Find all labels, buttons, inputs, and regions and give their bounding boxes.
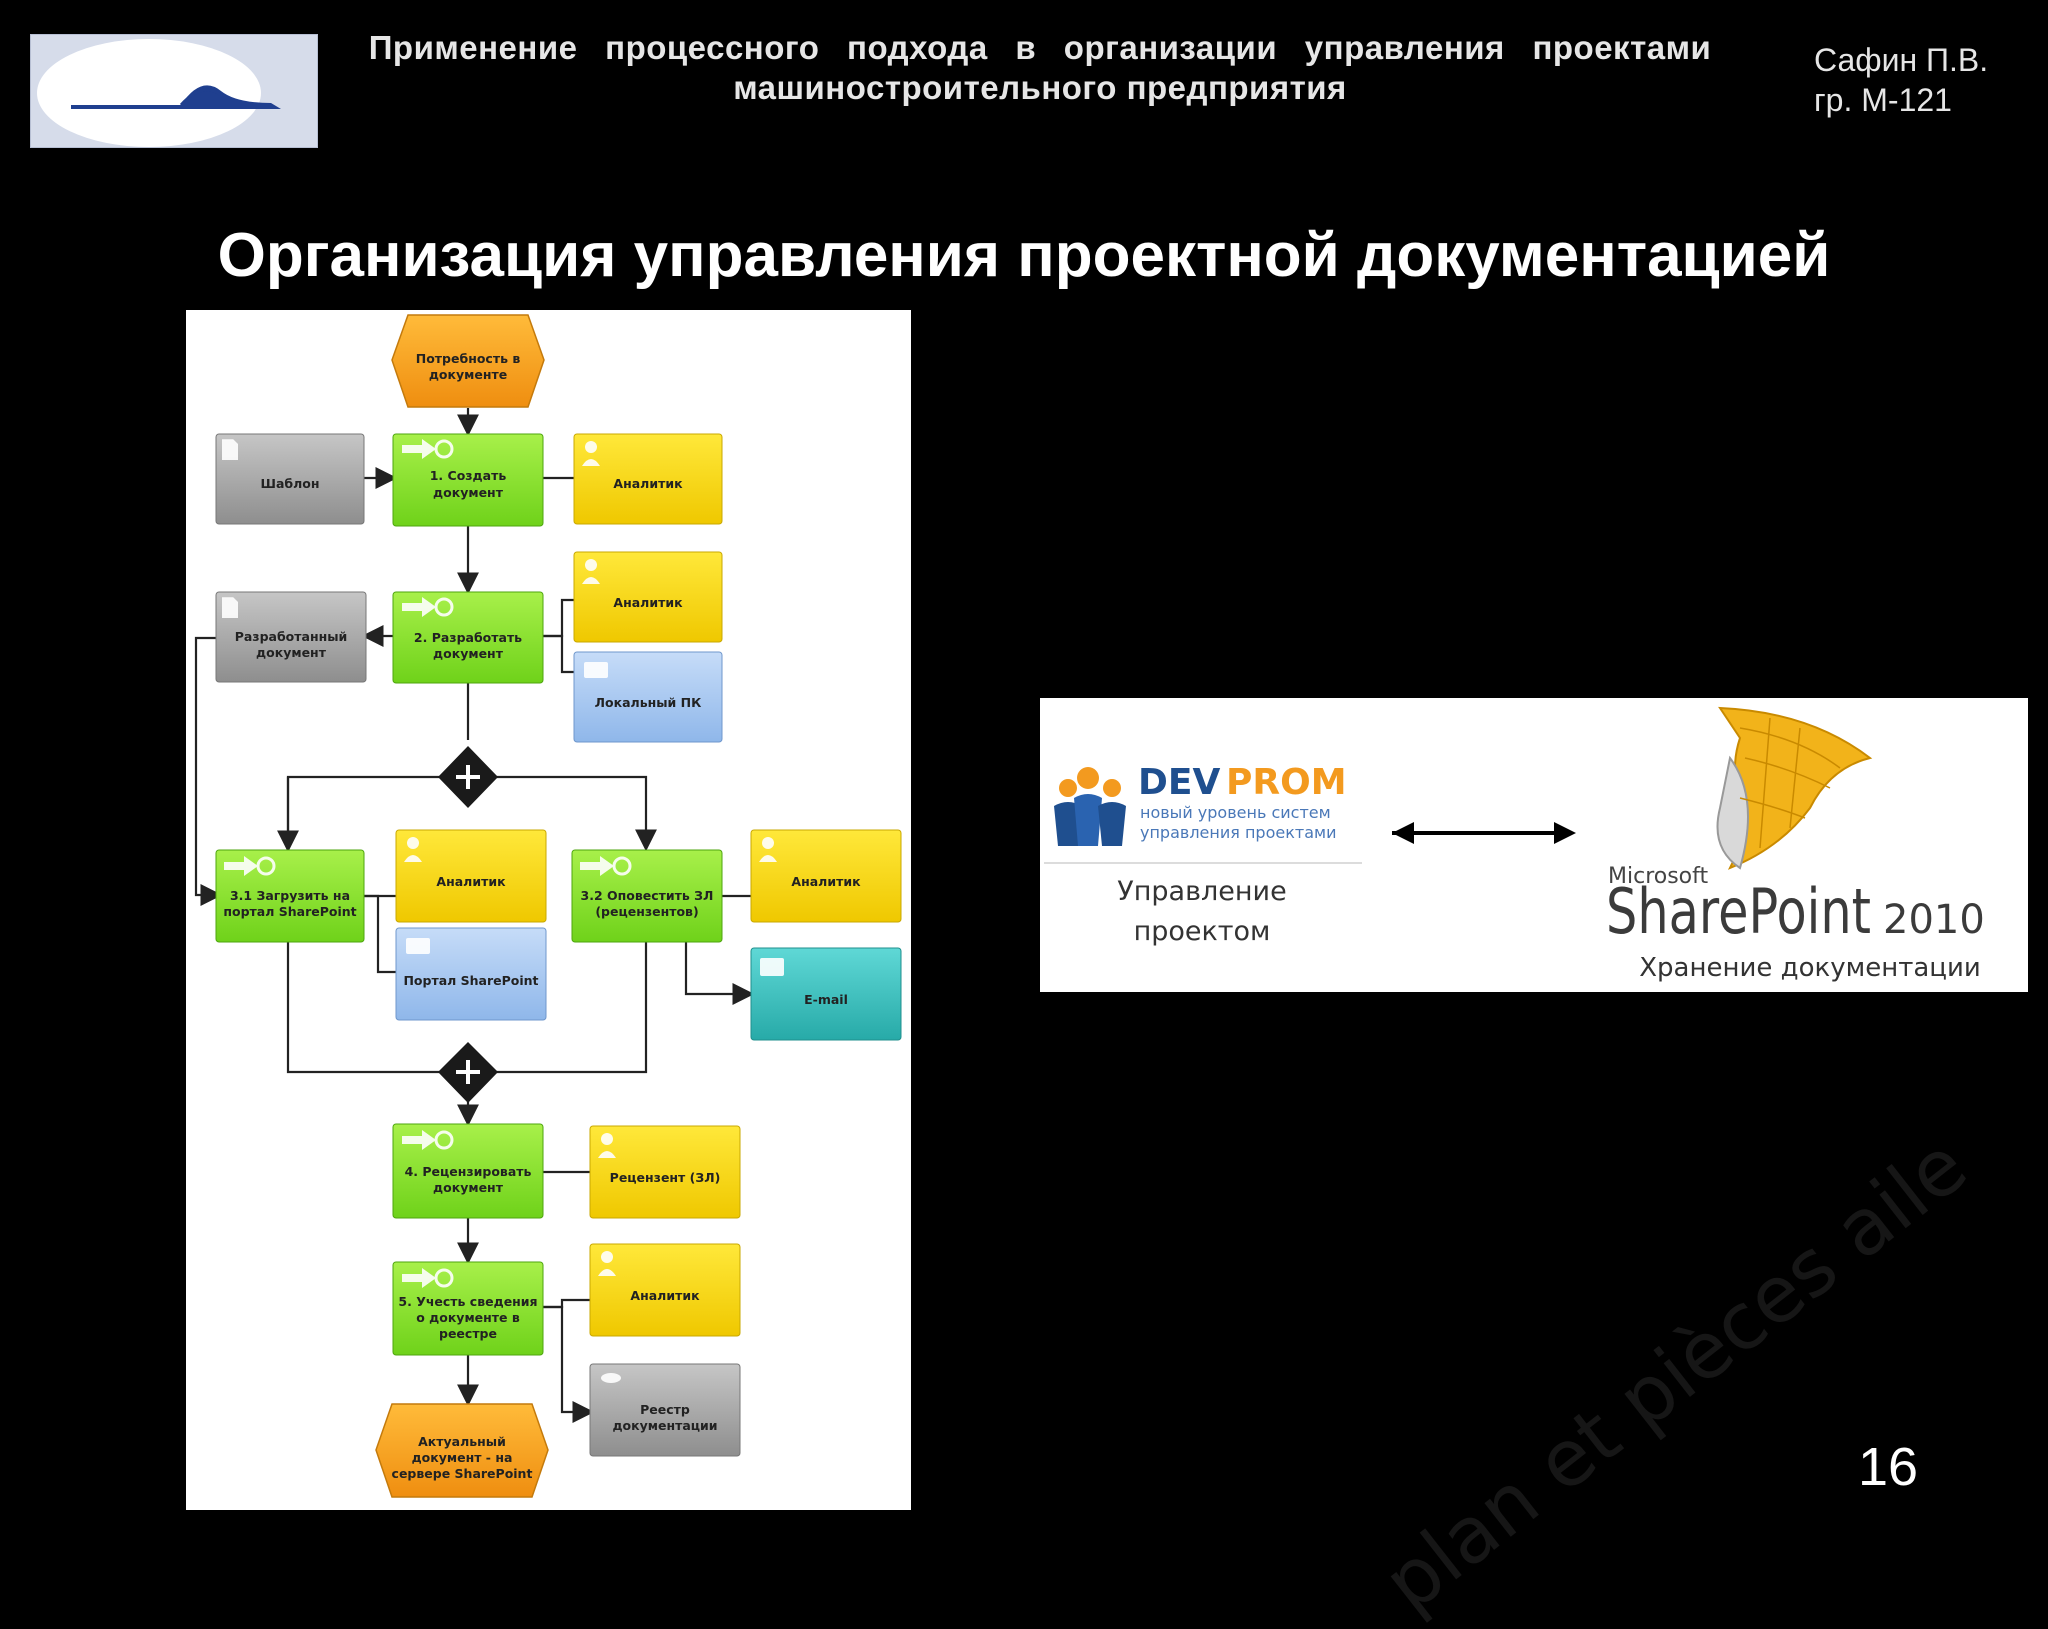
end-event: Актуальный документ - на сервере SharePo…	[375, 1403, 549, 1498]
f31-line2: портал SharePoint	[223, 904, 356, 919]
function-arrow-icon	[402, 439, 454, 459]
role-analyst-3: Аналитик	[395, 829, 547, 923]
role-analyst-2: Аналитик	[573, 551, 723, 643]
devprom-dev: DEV	[1138, 762, 1220, 803]
document-icon	[222, 439, 238, 460]
analyst-4-label: Аналитик	[791, 874, 861, 889]
author-group: гр. М-121	[1814, 82, 1952, 118]
monitor-icon	[406, 938, 430, 954]
university-logo	[30, 34, 318, 148]
f4-line2: документ	[433, 1180, 504, 1195]
devprom-caption-1: Управление	[1117, 876, 1286, 907]
end-event-line3: сервере SharePoint	[392, 1466, 533, 1481]
registry-line1: Реестр	[640, 1402, 690, 1417]
local-pc-label: Локальный ПК	[595, 695, 702, 710]
f32-line2: (рецензентов)	[595, 904, 698, 919]
and-gateway-split	[438, 746, 498, 808]
function-arrow-icon	[402, 1268, 454, 1288]
registry-database: Реестр документации	[589, 1363, 741, 1457]
sp-name: SharePoint	[1606, 875, 1871, 948]
developed-document: Разработанный документ	[215, 591, 367, 683]
devprom-logo-icon	[1054, 767, 1126, 846]
database-icon	[601, 1373, 621, 1383]
sp-version: 2010	[1883, 897, 1985, 943]
function-arrow-icon	[224, 856, 276, 876]
function-arrow-icon	[402, 597, 454, 617]
page-number: 16	[1858, 1437, 1919, 1497]
reviewer-label: Рецензент (ЗЛ)	[610, 1170, 721, 1185]
analyst-2-label: Аналитик	[613, 595, 683, 610]
puzzle-icon	[760, 958, 784, 976]
analyst-1-label: Аналитик	[613, 476, 683, 491]
connector-lines	[194, 408, 755, 1423]
start-event: Потребность в документе	[391, 314, 545, 408]
role-reviewer: Рецензент (ЗЛ)	[589, 1125, 741, 1219]
system-local-pc: Локальный ПК	[573, 651, 723, 743]
node-icons	[222, 439, 784, 1383]
person-icon	[582, 559, 600, 584]
analyst-3-label: Аналитик	[436, 874, 506, 889]
header-title-line2: машиностроительного предприятия	[733, 69, 1347, 106]
start-event-line1: Потребность в	[416, 351, 521, 366]
end-event-line1: Актуальный	[418, 1434, 506, 1449]
header-author: Сафин П.В. гр. М-121	[1814, 40, 1988, 120]
document-icon	[222, 597, 238, 618]
f2-line2: документ	[433, 646, 504, 661]
tools-panel: DEV PROM новый уровень систем управления…	[1040, 698, 2028, 992]
devprom-caption-2: проектом	[1134, 916, 1271, 947]
registry-line2: документации	[612, 1418, 717, 1433]
analyst-5-label: Аналитик	[630, 1288, 700, 1303]
sharepoint-logo-icon	[1716, 706, 1873, 870]
person-icon	[598, 1251, 616, 1276]
devprom-tagline-2: управления проектами	[1140, 823, 1336, 842]
devprom-tagline-1: новый уровень систем	[1140, 803, 1331, 822]
person-icon	[582, 441, 600, 466]
template-label: Шаблон	[261, 476, 320, 491]
f5-line3: реестре	[439, 1326, 497, 1341]
f5-line1: 5. Учесть сведения	[398, 1294, 537, 1309]
sp-microsoft: Microsoft	[1608, 864, 1708, 889]
function-develop-document: 2. Разработать документ	[392, 591, 544, 684]
system-portal-sharepoint: Портал SharePoint	[395, 927, 547, 1021]
f32-line1: 3.2 Оповестить ЗЛ	[581, 888, 714, 903]
developed-doc-line1: Разработанный	[235, 629, 348, 644]
author-name: Сафин П.В.	[1814, 42, 1989, 78]
start-event-line2: документе	[429, 367, 507, 382]
and-gateway-join	[438, 1042, 498, 1103]
function-review-document: 4. Рецензировать документ	[392, 1123, 544, 1219]
background-watermark: plan et pièces aile	[1367, 1120, 1984, 1629]
function-upload-sharepoint: 3.1 Загрузить на портал SharePoint	[215, 849, 365, 943]
person-icon	[759, 837, 777, 862]
role-analyst-5: Аналитик	[589, 1243, 741, 1337]
f31-line1: 3.1 Загрузить на	[230, 888, 350, 903]
header-title: Применение процессного подхода в организ…	[360, 28, 1720, 108]
slide-title: Организация управления проектной докумен…	[217, 221, 1831, 290]
person-icon	[598, 1133, 616, 1158]
process-diagram: Потребность в документе Шаблон 1. Создат…	[186, 310, 911, 1510]
function-register-document: 5. Учесть сведения о документе в реестре	[392, 1261, 544, 1356]
end-event-line2: документ - на	[412, 1450, 513, 1465]
monitor-icon	[584, 662, 608, 678]
function-create-document: 1. Создать документ	[392, 433, 544, 527]
f1-line1: 1. Создать	[430, 468, 507, 483]
template-document: Шаблон	[215, 433, 365, 525]
portal-label: Портал SharePoint	[403, 973, 538, 988]
person-icon	[404, 837, 422, 862]
f2-line1: 2. Разработать	[414, 630, 522, 645]
devprom-prom: PROM	[1226, 762, 1347, 803]
f1-line2: документ	[433, 485, 504, 500]
role-analyst-4: Аналитик	[750, 829, 902, 923]
function-notify-reviewers: 3.2 Оповестить ЗЛ (рецензентов)	[571, 849, 723, 943]
sp-caption: Хранение документации	[1639, 953, 1981, 983]
header-title-line1: Применение процессного подхода в организ…	[368, 29, 1712, 66]
function-arrow-icon	[580, 856, 632, 876]
developed-doc-line2: документ	[256, 645, 327, 660]
email-label: E-mail	[804, 992, 848, 1007]
f5-line2: о документе в	[416, 1310, 520, 1325]
system-email: E-mail	[750, 947, 902, 1041]
double-arrow-icon	[1392, 822, 1576, 844]
f4-line1: 4. Рецензировать	[405, 1164, 532, 1179]
role-analyst-1: Аналитик	[573, 433, 723, 525]
function-arrow-icon	[402, 1130, 454, 1150]
